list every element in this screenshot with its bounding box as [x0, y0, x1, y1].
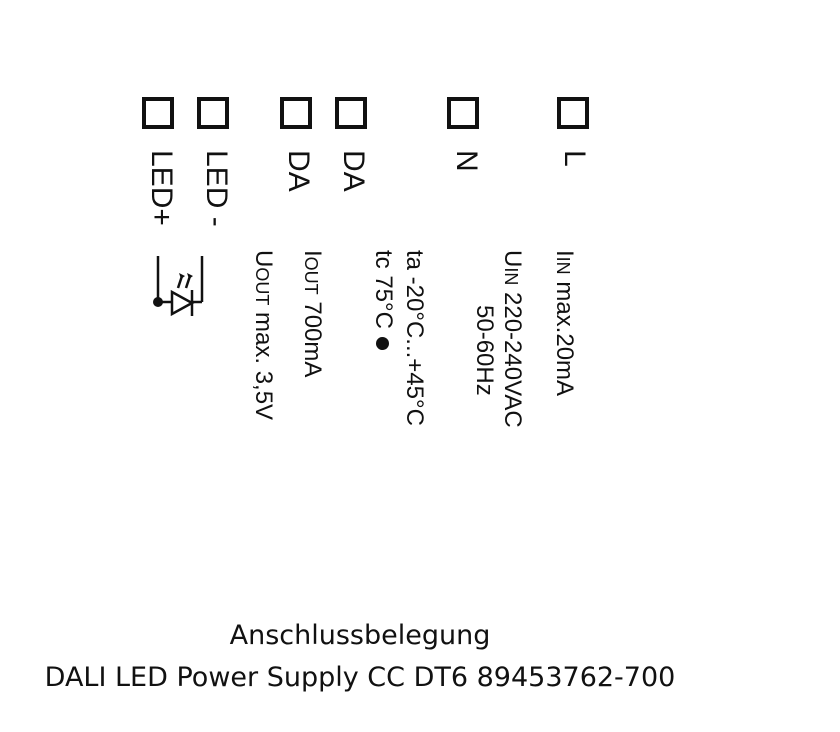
tc-point-dot-icon [375, 336, 389, 350]
spec-ta: ta -20°C...+45°C [401, 250, 428, 426]
terminal-l [557, 97, 589, 129]
caption-product: DALI LED Power Supply CC DT6 89453762-70… [44, 662, 676, 693]
terminal-da-2 [335, 97, 367, 129]
caption-title: Anschlussbelegung [229, 620, 491, 651]
led-diode-icon [153, 256, 204, 317]
label-led-plus: LED+ [145, 150, 178, 226]
terminal-led-minus [197, 97, 229, 129]
spec-iin: IIN max.20mA [551, 250, 578, 397]
label-l: L [558, 150, 591, 167]
spec-tc: tc 75°C [370, 250, 397, 350]
spec-uin-frequency: 50-60Hz [471, 305, 498, 396]
label-da-2: DA [337, 150, 370, 192]
label-da-1: DA [282, 150, 315, 192]
terminal-da-1 [280, 97, 312, 129]
terminal-led-plus [142, 97, 174, 129]
label-led-minus: LED - [200, 150, 233, 227]
spec-uout: UOUT max. 3,5V [250, 250, 277, 421]
spec-uin: UIN 220-240VAC [499, 250, 526, 428]
terminal-n [447, 97, 479, 129]
spec-iout: IOUT 700mA [299, 250, 326, 378]
label-n: N [450, 150, 483, 172]
